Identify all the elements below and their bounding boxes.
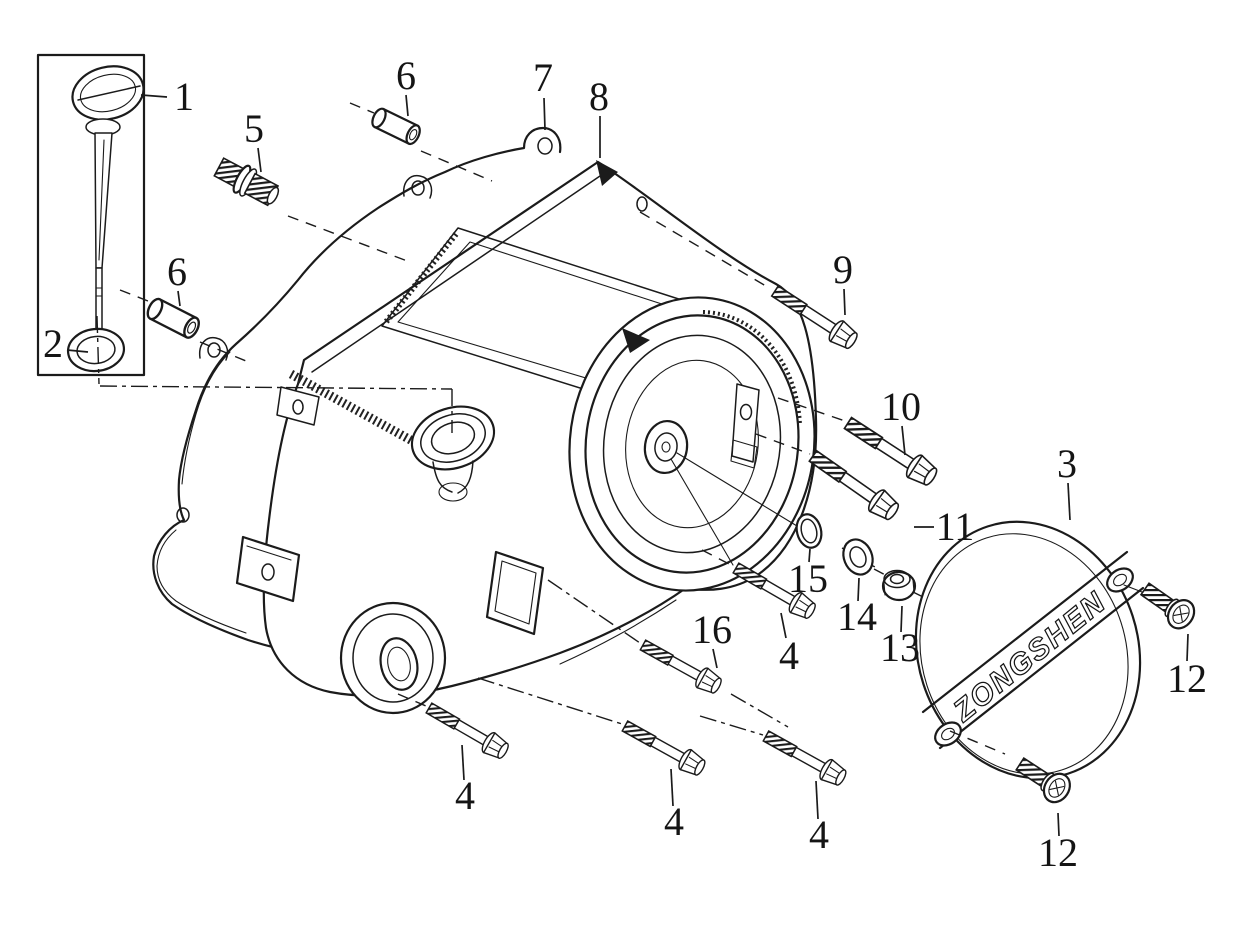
callout-12a: 12 xyxy=(1167,656,1207,701)
oil-filler-neck xyxy=(410,405,496,502)
callout-15: 15 xyxy=(788,556,828,601)
callout-4b: 4 xyxy=(455,773,475,818)
flange-bolt-4-bottom-right xyxy=(759,725,850,790)
callout-12b: 12 xyxy=(1038,830,1078,875)
detail-box-dipstick xyxy=(36,53,146,385)
callout-1: 1 xyxy=(174,74,194,119)
callout-6a: 6 xyxy=(396,53,416,98)
callout-labels: 1 2 5 6 7 8 6 9 10 11 3 12 12 15 14 13 4… xyxy=(43,53,1207,875)
cover-cutout xyxy=(485,550,545,636)
cover-screw-12-top xyxy=(1135,575,1201,635)
callout-2: 2 xyxy=(43,321,63,366)
callout-7: 7 xyxy=(533,55,553,100)
callout-10: 10 xyxy=(881,384,921,429)
callout-3: 3 xyxy=(1057,441,1077,486)
flywheel-housing xyxy=(568,296,816,592)
callout-4c: 4 xyxy=(664,799,684,844)
callout-13: 13 xyxy=(880,625,920,670)
cover-kick-boss xyxy=(339,601,447,715)
oil-pressure-plug xyxy=(213,157,280,207)
gasket-hole-top xyxy=(537,137,553,155)
callout-9: 9 xyxy=(833,247,853,292)
dipstick-axis-line xyxy=(96,315,100,385)
callout-4d: 4 xyxy=(809,812,829,857)
brand-band xyxy=(921,550,1145,750)
oring-15 xyxy=(795,513,823,549)
cover-lower-bracket xyxy=(235,535,301,603)
oil-dipstick xyxy=(71,65,145,335)
hex-nut-13 xyxy=(881,569,917,602)
cover-top-lug xyxy=(596,160,618,186)
callout-11: 11 xyxy=(936,504,975,549)
cover-gasket xyxy=(152,126,562,659)
callout-6b: 6 xyxy=(167,249,187,294)
flange-bolt-11 xyxy=(804,444,904,525)
callout-leaders xyxy=(66,94,1189,837)
flange-bolt-4-bottom-mid xyxy=(618,715,709,780)
callout-14: 14 xyxy=(837,594,877,639)
flange-bolt-4-left xyxy=(422,697,513,763)
dowel-pin-lower xyxy=(143,295,203,342)
callout-16: 16 xyxy=(692,607,732,652)
stator-wire-bracket xyxy=(730,383,760,469)
zongshen-round-cover: ZONGSHEN xyxy=(914,520,1145,780)
gasket-hole-left xyxy=(411,180,425,196)
round-cover-hole-bottom xyxy=(934,721,962,747)
cover-side-lug xyxy=(276,386,320,426)
callout-8: 8 xyxy=(589,74,609,119)
crankshaft-hub xyxy=(643,419,689,475)
washer-14 xyxy=(842,538,874,576)
callout-5: 5 xyxy=(244,106,264,151)
callout-4a: 4 xyxy=(779,633,799,678)
crankcase-cover xyxy=(235,160,818,715)
cover-bolt-hole-top xyxy=(636,196,648,212)
dowel-pin-upper xyxy=(368,105,424,148)
gasket-hole-bottom xyxy=(176,507,190,523)
